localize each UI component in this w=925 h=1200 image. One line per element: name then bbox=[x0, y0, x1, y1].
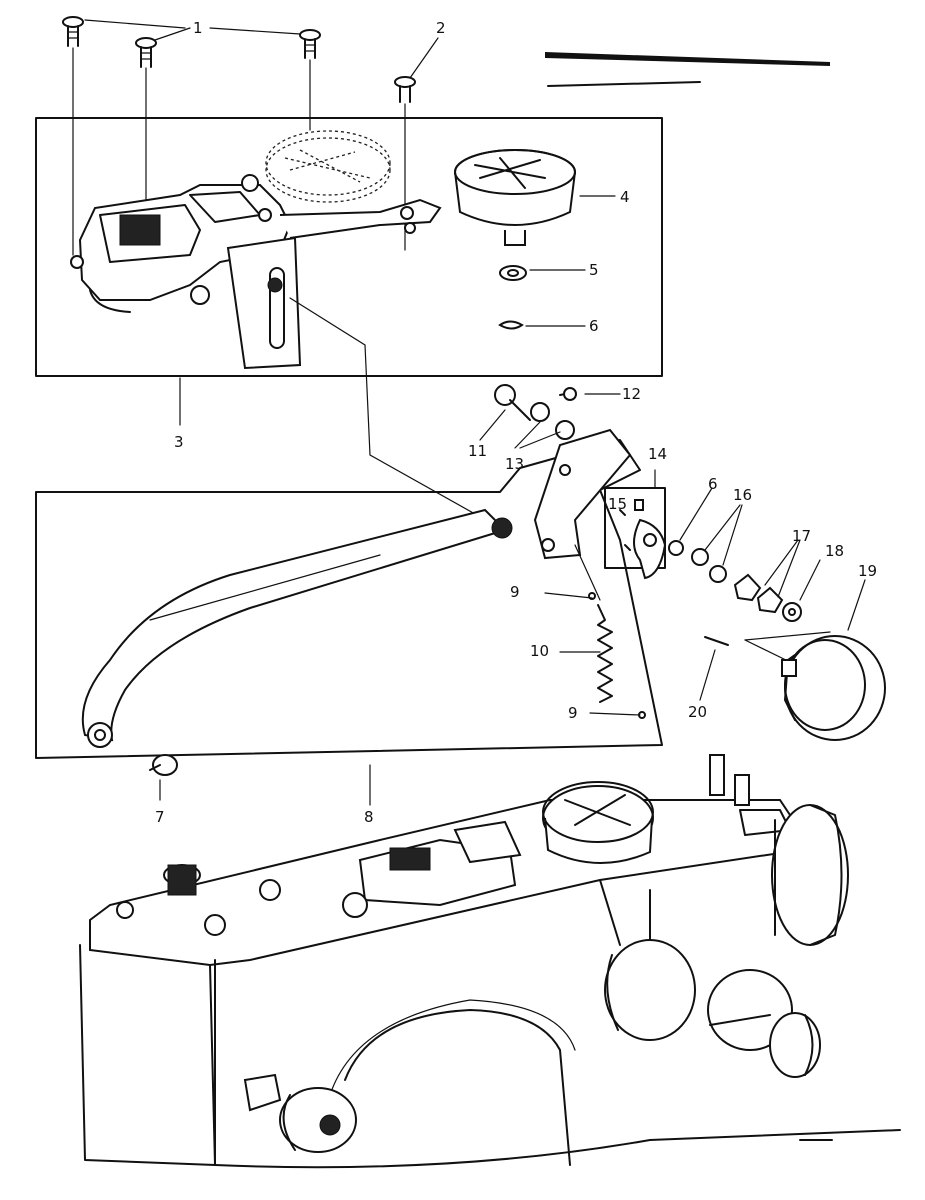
washer-5 bbox=[499, 265, 527, 281]
screw-icon bbox=[559, 387, 577, 401]
callout-19: 19 bbox=[858, 562, 877, 580]
callout-5: 5 bbox=[589, 261, 599, 279]
callout-8: 8 bbox=[364, 808, 374, 826]
callout-7: 7 bbox=[155, 808, 165, 826]
knob-icon bbox=[604, 889, 696, 1041]
screw-icon bbox=[149, 754, 178, 776]
callout-18: 18 bbox=[825, 542, 844, 560]
cam-stack-4 bbox=[454, 149, 576, 246]
callout-13: 13 bbox=[505, 455, 524, 473]
screw-icon bbox=[394, 76, 416, 103]
callout-16: 16 bbox=[733, 486, 752, 504]
screw-icon bbox=[135, 37, 157, 68]
lever-plate bbox=[533, 428, 632, 560]
callout-10: 10 bbox=[530, 642, 549, 660]
stud-11 bbox=[494, 384, 531, 421]
callout-17: 17 bbox=[792, 527, 811, 545]
clip-6 bbox=[498, 320, 524, 330]
assembly-14 bbox=[604, 487, 667, 580]
callout-14: 14 bbox=[648, 445, 667, 463]
washers-13 bbox=[530, 402, 575, 440]
callout-2: 2 bbox=[436, 19, 446, 37]
knob-icon bbox=[243, 1073, 357, 1153]
cam-mechanism-assembly bbox=[70, 174, 442, 370]
washer-6 bbox=[668, 540, 684, 556]
callout-9b: 9 bbox=[568, 704, 578, 722]
lever-arm bbox=[81, 508, 513, 748]
callout-3: 3 bbox=[174, 433, 184, 451]
machine-head bbox=[79, 754, 901, 1169]
assembly-3-frame bbox=[35, 117, 663, 377]
cam-gear-outline bbox=[265, 130, 391, 203]
callout-6: 6 bbox=[589, 317, 599, 335]
star-washers-17 bbox=[733, 573, 784, 614]
pin-20 bbox=[704, 636, 729, 646]
screw-icon bbox=[299, 29, 321, 59]
spring-icon bbox=[597, 604, 613, 703]
callout-6b: 6 bbox=[708, 475, 718, 493]
screw-icon bbox=[62, 16, 84, 47]
header-strokes bbox=[545, 52, 830, 87]
knob-icon bbox=[771, 804, 849, 946]
callout-labels: 1 2 3 4 5 6 7 8 9 10 9 11 12 13 14 15 6 … bbox=[155, 19, 877, 826]
knob-icon bbox=[707, 969, 821, 1078]
washers-16 bbox=[691, 548, 727, 583]
callout-11: 11 bbox=[468, 442, 487, 460]
assembly-8-frame bbox=[35, 439, 663, 759]
callout-12: 12 bbox=[622, 385, 641, 403]
callout-15: 15 bbox=[608, 495, 627, 513]
callout-9: 9 bbox=[510, 583, 520, 601]
knob-icon bbox=[744, 631, 886, 741]
callout-4: 4 bbox=[620, 188, 630, 206]
washer-18 bbox=[782, 602, 802, 622]
callout-20: 20 bbox=[688, 703, 707, 721]
callout-1: 1 bbox=[193, 19, 203, 37]
